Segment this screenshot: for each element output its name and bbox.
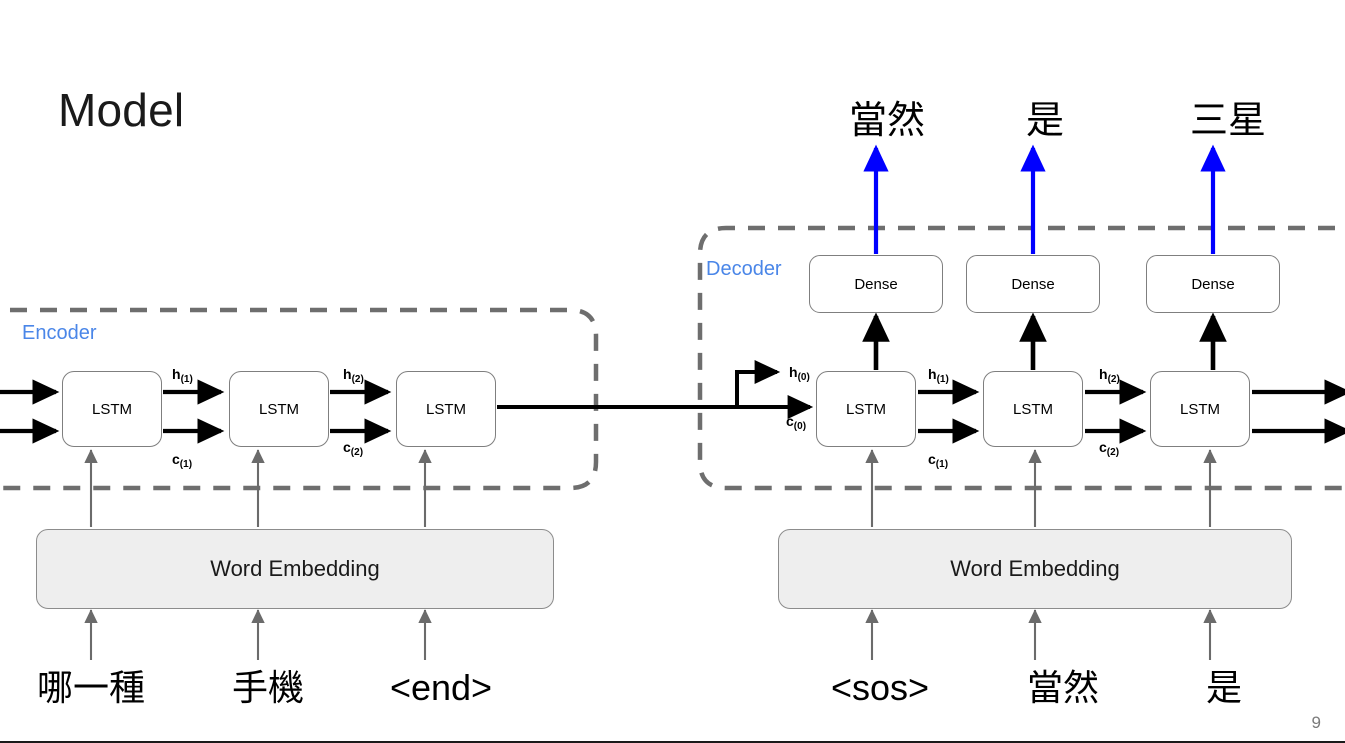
encoder-embedding-to-lstm-arrows	[84, 449, 432, 527]
decoder-output-token-3: 三星	[1189, 100, 1267, 142]
encoder-input-token-2: 手機	[231, 667, 305, 708]
encoder-word-embedding[interactable]: Word Embedding	[36, 529, 554, 609]
decoder-lstm-cell-3[interactable]: LSTM	[1150, 371, 1250, 447]
decoder-h2-label: h(2)	[1099, 366, 1120, 385]
decoder-output-token-2: 是	[1025, 100, 1065, 142]
decoder-lstm-cell-1[interactable]: LSTM	[816, 371, 916, 447]
decoder-c2-label: c(2)	[1099, 439, 1120, 458]
page-number: 9	[1311, 713, 1321, 732]
encoder-input-state-arrows	[0, 379, 60, 444]
encoder-h1-label: h(1)	[172, 366, 193, 385]
encoder-c1-label: c(1)	[172, 451, 193, 470]
decoder-dense-layer-1[interactable]: Dense	[809, 255, 943, 313]
decoder-input-token-3: 是	[1205, 667, 1243, 708]
encoder-c2-label: c(2)	[343, 439, 364, 458]
encoder-input-token-3: <end>	[389, 667, 493, 708]
encoder-input-token-1: 哪一種	[36, 667, 146, 708]
decoder-lstm-cell-2[interactable]: LSTM	[983, 371, 1083, 447]
footer-divider	[0, 741, 1345, 743]
decoder-word-embedding[interactable]: Word Embedding	[778, 529, 1292, 609]
lstm-to-dense-arrows	[862, 312, 1227, 370]
decoder-token-to-embedding-arrows	[865, 609, 1217, 660]
decoder-dense-layer-3[interactable]: Dense	[1146, 255, 1280, 313]
encoder-h2-label: h(2)	[343, 366, 364, 385]
decoder-output-token-1: 當然	[848, 100, 926, 142]
decoder-h1-label: h(1)	[928, 366, 949, 385]
encoder-lstm-cell-3[interactable]: LSTM	[396, 371, 496, 447]
encoder-group-label: Encoder	[22, 322, 97, 344]
decoder-input-token-1: <sos>	[830, 667, 930, 708]
decoder-h0-label: h(0)	[789, 364, 810, 383]
context-vector-bridge	[497, 360, 814, 419]
decoder-input-token-2: 當然	[1026, 667, 1100, 708]
encoder-lstm-cell-2[interactable]: LSTM	[229, 371, 329, 447]
encoder-token-to-embedding-arrows	[84, 609, 432, 660]
decoder-embedding-to-lstm-arrows	[865, 449, 1217, 527]
encoder-lstm-cell-1[interactable]: LSTM	[62, 371, 162, 447]
decoder-group-label: Decoder	[706, 258, 782, 280]
dense-to-output-arrows	[863, 144, 1226, 254]
decoder-c0-label: c(0)	[786, 413, 807, 432]
page-title: Model	[58, 84, 185, 136]
decoder-dense-layer-2[interactable]: Dense	[966, 255, 1100, 313]
decoder-c1-label: c(1)	[928, 451, 949, 470]
